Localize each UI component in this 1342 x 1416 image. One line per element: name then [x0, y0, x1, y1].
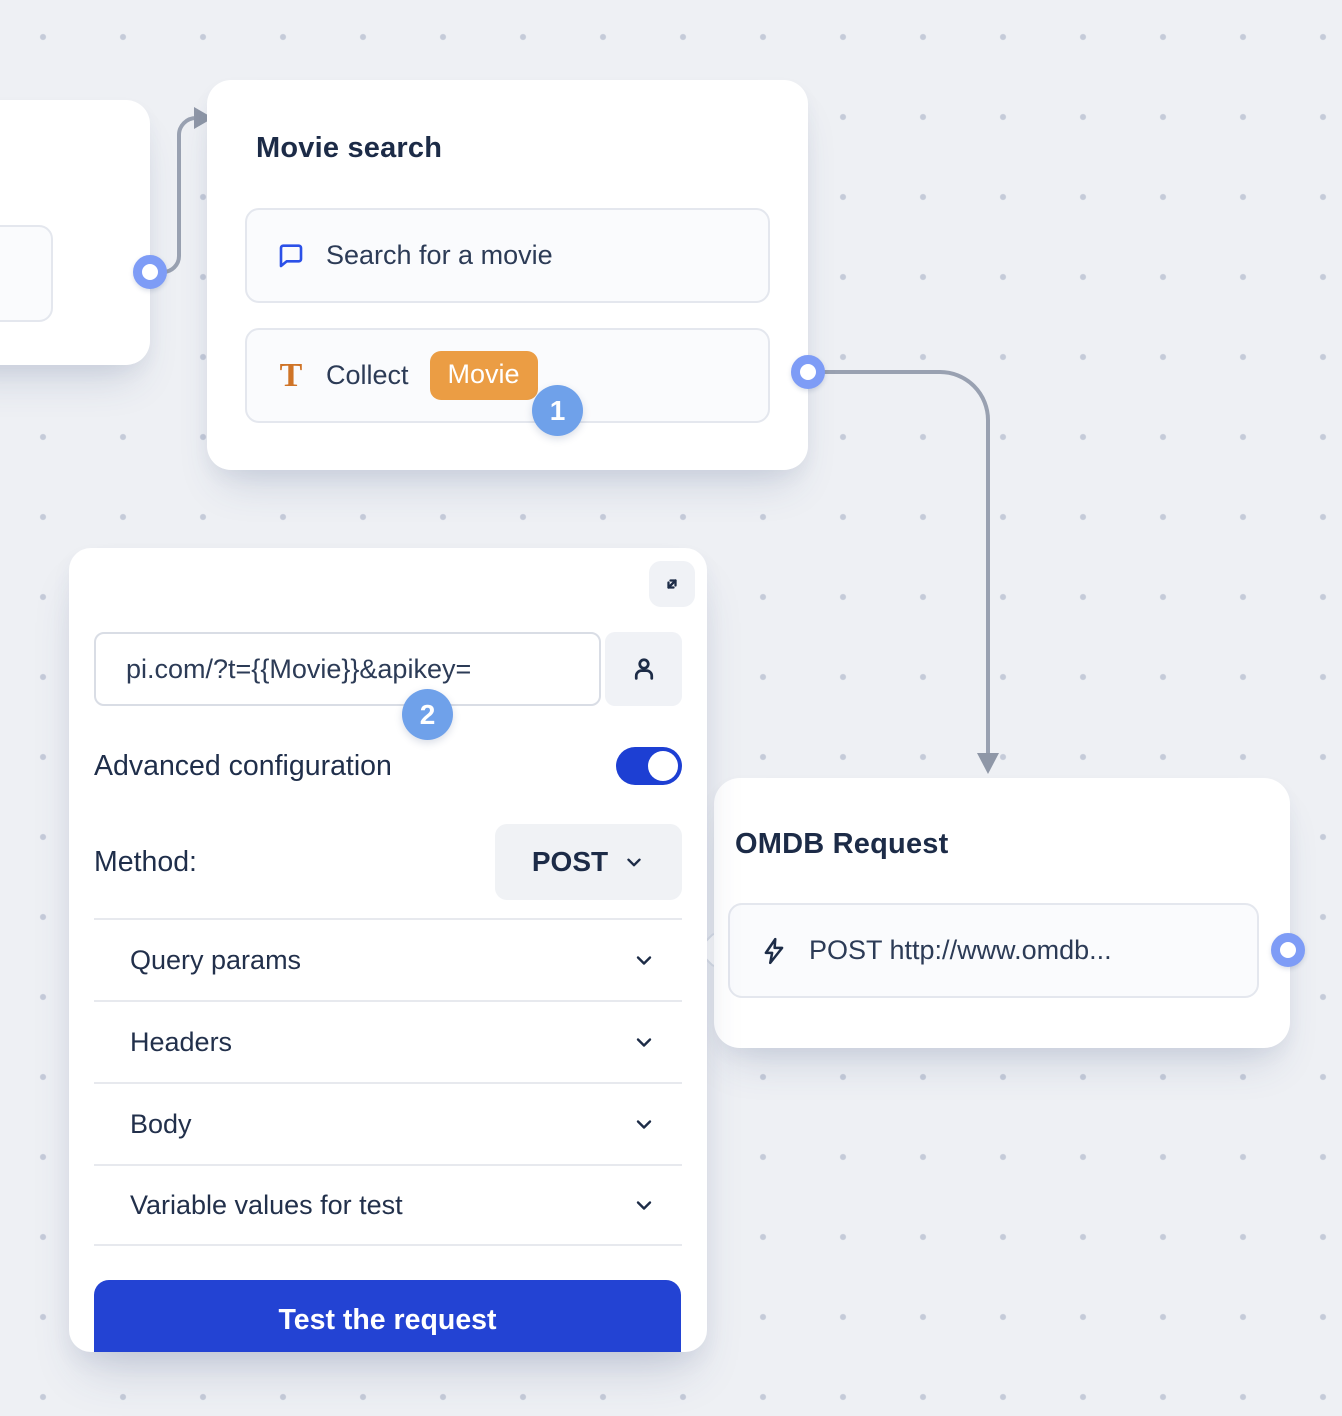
- person-icon: [634, 658, 653, 680]
- test-request-button[interactable]: Test the request: [94, 1280, 681, 1352]
- method-row: Method: POST: [94, 824, 682, 900]
- block-text: Collect: [326, 360, 409, 390]
- advanced-configuration-label: Advanced configuration: [94, 749, 392, 782]
- advanced-configuration-toggle[interactable]: [616, 747, 682, 785]
- connector-movie-search-to-omdb: [808, 370, 990, 756]
- webhook-lightning-icon: [758, 936, 790, 966]
- block-text: POST http://www.omdb...: [809, 935, 1112, 965]
- variable-badge-movie[interactable]: Movie: [429, 351, 538, 400]
- collect-variable-block[interactable]: T Collect Movie: [245, 328, 770, 423]
- collapsible-sections: Query params Headers Body Variable value…: [94, 918, 682, 1246]
- method-value: POST: [531, 846, 609, 877]
- arrowhead-down: [977, 753, 999, 774]
- movie-search-output-port[interactable]: [791, 355, 825, 389]
- section-variable-values[interactable]: Variable values for test: [94, 1164, 682, 1246]
- section-query-params[interactable]: Query params: [94, 918, 682, 1000]
- partial-node-card[interactable]: [0, 100, 150, 365]
- expand-button[interactable]: [649, 561, 695, 607]
- partial-node-block[interactable]: [0, 225, 53, 322]
- advanced-configuration-row: Advanced configuration: [94, 746, 682, 786]
- omdb-output-port[interactable]: [1271, 933, 1305, 967]
- webhook-url-input[interactable]: [94, 632, 601, 706]
- section-headers[interactable]: Headers: [94, 1000, 682, 1082]
- chevron-down-icon: [636, 1038, 652, 1047]
- chevron-down-icon: [636, 956, 652, 965]
- chat-bubble-icon: [275, 241, 307, 271]
- method-select[interactable]: POST: [495, 824, 682, 900]
- variable-insert-button[interactable]: [605, 632, 682, 706]
- webhook-request-block[interactable]: POST http://www.omdb...: [728, 903, 1259, 998]
- section-body[interactable]: Body: [94, 1082, 682, 1164]
- toggle-knob: [648, 751, 678, 781]
- question-text-block[interactable]: Search for a movie: [245, 208, 770, 303]
- node-title: Movie search: [256, 132, 443, 164]
- connector-into-movie-search: [150, 116, 198, 274]
- block-text: Search for a movie: [326, 240, 553, 270]
- text-collect-icon: T: [279, 356, 303, 394]
- node-title: OMDB Request: [735, 828, 949, 860]
- omdb-request-node[interactable]: OMDB Request POST http://www.omdb...: [714, 778, 1290, 1048]
- expand-icon: [667, 579, 677, 589]
- annotation-step-1: 1: [532, 385, 583, 436]
- chevron-down-icon: [636, 1120, 652, 1129]
- chevron-down-icon: [627, 858, 641, 867]
- chevron-down-icon: [636, 1201, 652, 1210]
- partial-node-output-port[interactable]: [133, 255, 167, 289]
- annotation-step-2: 2: [402, 689, 453, 740]
- method-label: Method:: [94, 845, 197, 878]
- webhook-config-panel[interactable]: Advanced configuration Method: POST Quer…: [69, 548, 707, 1352]
- movie-search-node[interactable]: Movie search Search for a movie T Collec…: [207, 80, 808, 470]
